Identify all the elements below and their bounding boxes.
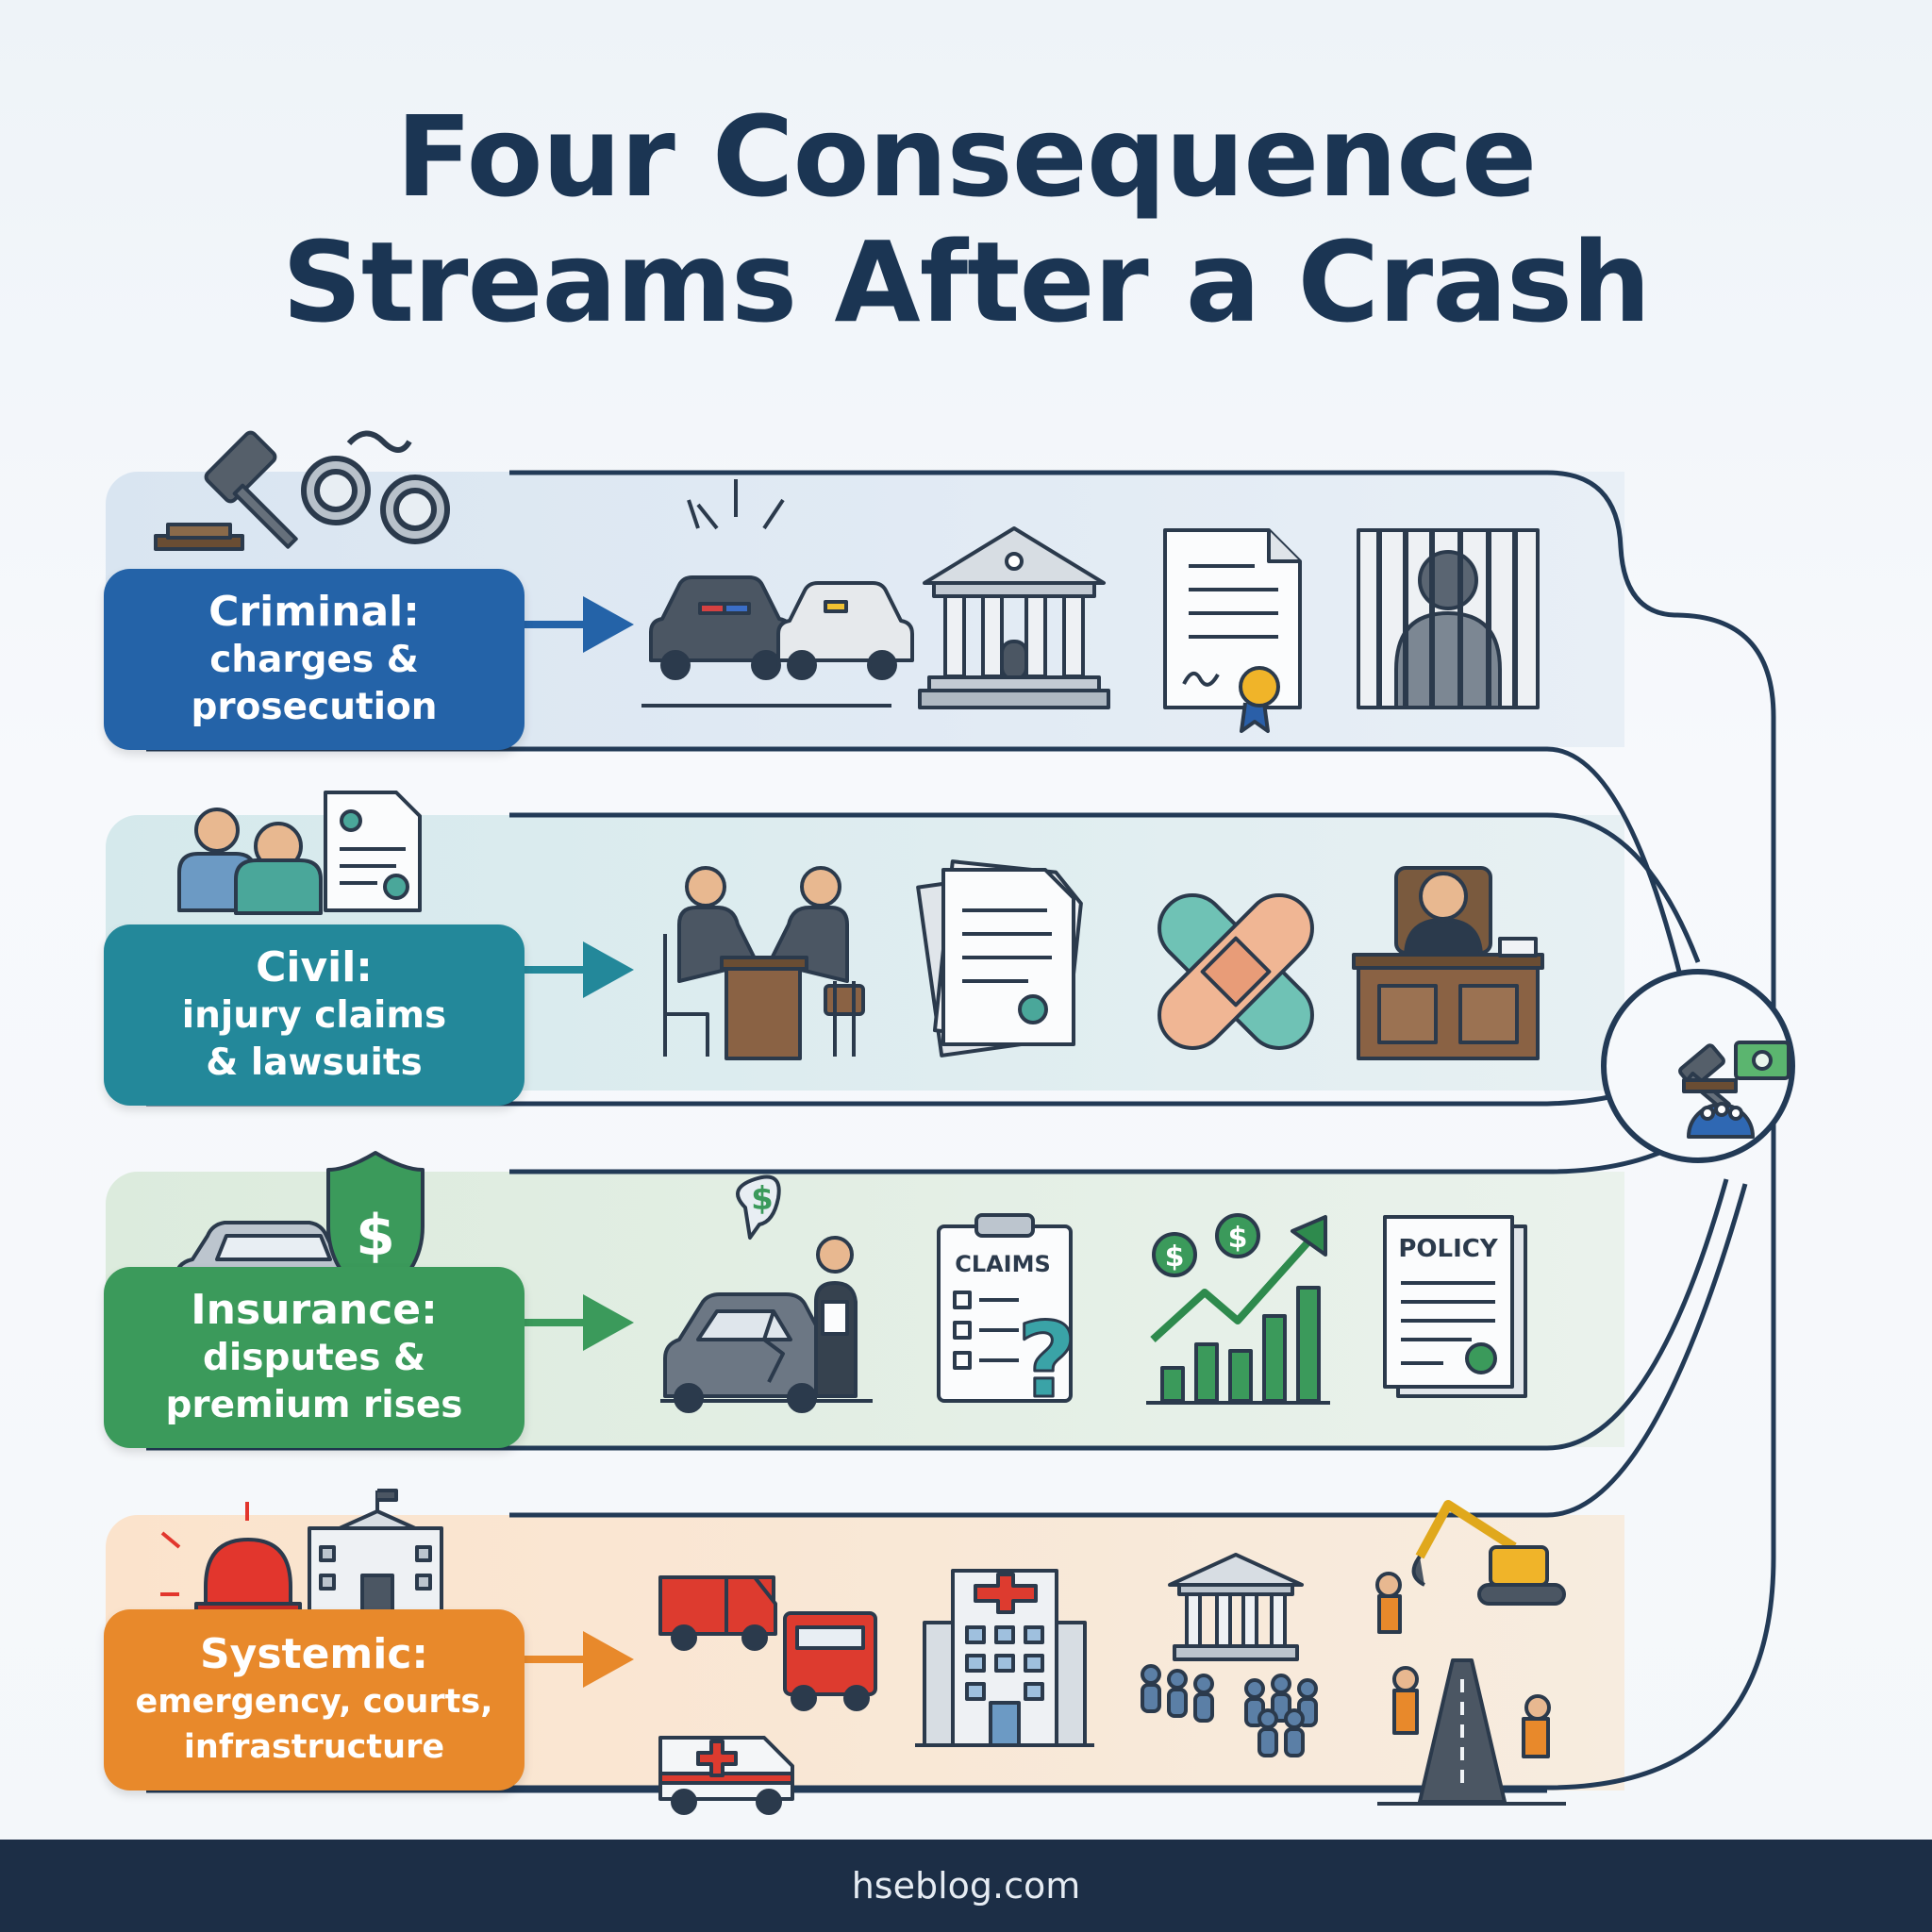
svg-text:$: $	[1165, 1241, 1185, 1274]
title-line-1: Four Consequence	[395, 92, 1538, 222]
stream-civil-line1: injury claims	[181, 994, 447, 1037]
page-title: Four Consequence Streams After a Crash	[0, 92, 1932, 348]
stream-civil-line2: & lawsuits	[206, 1041, 423, 1084]
people-icon	[177, 808, 323, 915]
stream-insurance-line2: premium rises	[165, 1384, 463, 1426]
documents-icon	[916, 859, 1083, 1058]
stream-civil: Civil: injury claims & lawsuits	[104, 924, 525, 1106]
emergency-vehicles-icon	[658, 1575, 877, 1815]
rising-costs-chart-icon: $ $	[1146, 1213, 1330, 1405]
stream-systemic-line2: infrastructure	[183, 1728, 445, 1766]
gavel-icon	[154, 430, 298, 551]
stream-criminal-line2: prosecution	[191, 686, 438, 728]
claims-clipboard-icon: CLAIMS ?	[937, 1213, 1078, 1423]
certificate-icon	[1163, 528, 1302, 733]
flow-line-criminal-top	[149, 470, 1776, 1790]
damaged-car-adjuster-icon: $	[660, 1174, 873, 1413]
stream-criminal: Criminal: charges & prosecution	[104, 569, 525, 750]
bandage-icon	[1158, 893, 1314, 1050]
hospital-icon	[915, 1569, 1094, 1747]
stream-insurance-heading: Insurance:	[191, 1286, 438, 1334]
handshake-meeting-icon	[663, 866, 865, 1060]
handcuffs-icon	[301, 430, 450, 544]
road-repair-icon	[1375, 1500, 1566, 1806]
stream-criminal-line1: charges &	[209, 639, 419, 681]
policy-document-icon: POLICY	[1383, 1215, 1527, 1398]
police-car-crash-icon	[641, 479, 914, 708]
footer-site[interactable]: hseblog.com	[851, 1865, 1081, 1907]
claim-form-icon	[324, 791, 422, 912]
government-building-icon	[308, 1489, 443, 1617]
arrow-civil	[525, 941, 634, 998]
stream-systemic: Systemic: emergency, courts, infrastruct…	[104, 1609, 525, 1790]
stream-civil-heading: Civil:	[256, 943, 373, 991]
svg-text:$: $	[1228, 1222, 1248, 1255]
arrow-systemic	[525, 1631, 634, 1688]
court-crowd-icon	[1141, 1553, 1318, 1757]
stream-criminal-heading: Criminal:	[208, 588, 420, 636]
claims-label: CLAIMS	[955, 1251, 1051, 1277]
arrow-criminal	[525, 596, 634, 653]
stream-systemic-heading: Systemic:	[199, 1630, 429, 1678]
stream-insurance: Insurance: disputes & premium rises	[104, 1267, 525, 1448]
footer: hseblog.com	[0, 1840, 1932, 1932]
svg-text:$: $	[356, 1203, 395, 1269]
courthouse-icon	[918, 526, 1110, 709]
svg-text:?: ?	[1017, 1300, 1077, 1421]
stream-insurance-line1: disputes &	[202, 1337, 426, 1379]
hub-cash-icon	[1734, 1041, 1790, 1080]
svg-text:$: $	[751, 1180, 774, 1218]
judge-bench-icon	[1352, 866, 1544, 1060]
hub-gavel-icon	[1678, 1043, 1738, 1112]
shield-dollar-icon: $	[326, 1151, 425, 1304]
policy-label: POLICY	[1398, 1235, 1498, 1263]
arrow-insurance	[525, 1294, 634, 1351]
jail-cell-icon	[1357, 528, 1540, 709]
title-line-2: Streams After a Crash	[281, 217, 1651, 348]
stream-systemic-line1: emergency, courts,	[135, 1683, 493, 1721]
hub-community-icon	[1687, 1102, 1755, 1139]
